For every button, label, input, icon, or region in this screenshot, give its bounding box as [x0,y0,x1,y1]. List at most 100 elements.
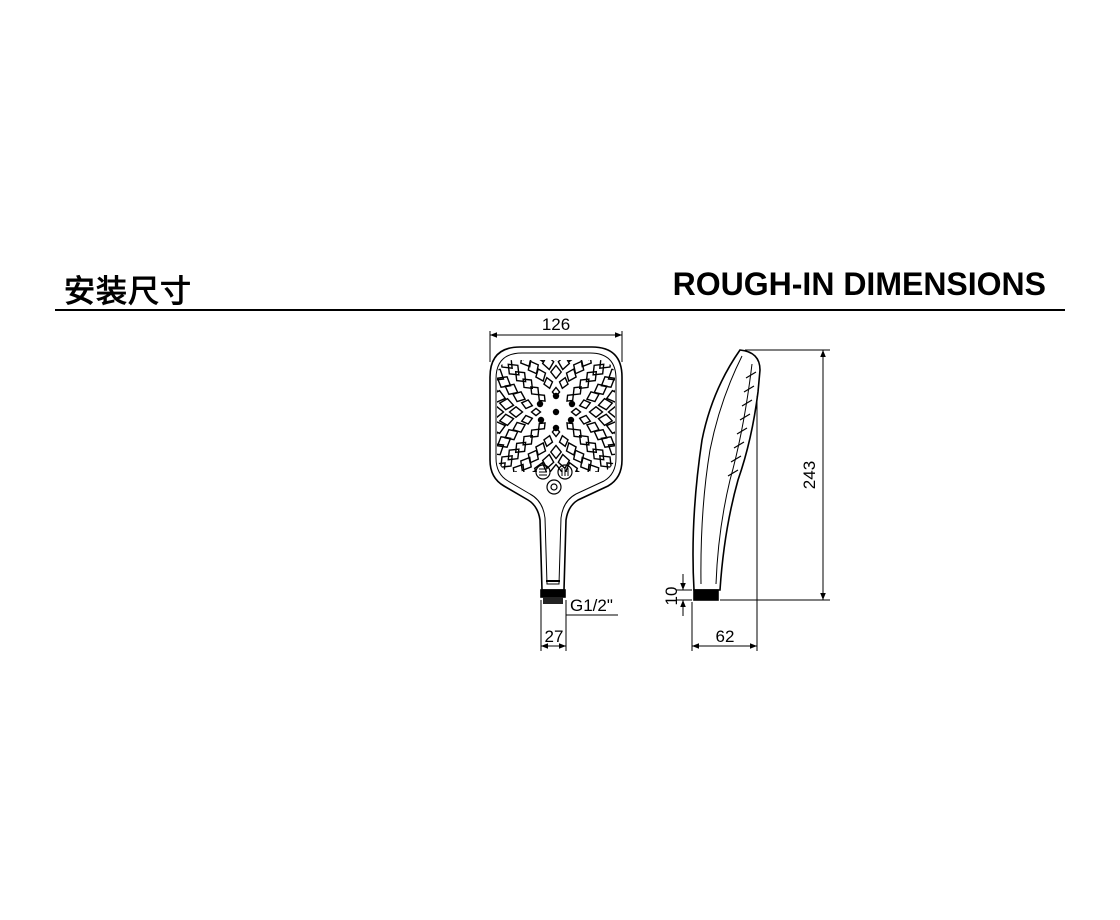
center-jet [537,416,545,424]
nozzle [512,463,525,472]
nozzle [468,406,484,419]
nozzle [613,428,615,443]
center-jet [568,400,576,408]
front-dimensions [489,331,623,651]
nozzle [514,441,527,454]
nozzle [504,383,519,396]
nozzle [497,420,507,435]
nozzle [516,476,534,496]
nozzle [507,363,520,376]
spray-mode-buttons [535,464,573,495]
nozzle [468,420,486,436]
nozzle [533,461,548,472]
nozzle [587,463,600,472]
nozzle [570,407,582,417]
spray-nozzle-pattern [468,328,644,496]
nozzle [520,414,534,425]
nozzle [502,335,522,355]
nozzle [617,397,634,412]
nozzle [541,360,555,371]
connector-length-dimension-label: 10 [662,587,681,606]
nozzle [593,383,608,396]
header-divider [55,309,1065,311]
nozzle [578,399,592,410]
width-dimension-label: 126 [542,315,570,334]
nozzle [478,397,495,412]
nozzle [497,368,505,381]
nozzle [549,364,563,380]
nozzle [543,376,554,390]
nozzle [566,393,575,402]
nozzle [593,428,608,441]
nozzle [578,414,592,425]
nozzle [599,455,612,468]
nozzle [564,360,579,363]
nozzle [497,376,512,388]
nozzle [497,462,506,472]
nozzle [585,370,598,383]
nozzle [520,456,532,472]
nozzle [525,469,540,472]
nozzle [620,372,640,390]
nozzle [592,448,605,461]
nozzle [537,422,546,431]
nozzle [625,389,643,405]
nozzle [588,405,604,419]
front-view [489,346,623,604]
nozzle [594,470,607,472]
center-jet [552,424,560,432]
nozzle [572,360,585,375]
nozzle [607,368,615,381]
nozzle [533,360,548,363]
nozzle [591,335,611,355]
nozzle [620,434,640,452]
nozzle [543,434,554,448]
nozzle [520,360,532,368]
nozzle [572,469,587,472]
nozzle [605,389,615,404]
nozzle [605,420,615,435]
nozzle [507,448,520,461]
center-jet [552,408,560,416]
nozzle [497,436,512,448]
nozzle [478,413,495,428]
nozzle [541,453,555,470]
center-jet [552,392,560,400]
nozzle [607,443,615,456]
nozzle [497,389,507,404]
nozzle [557,334,572,351]
depth-dimension-label: 62 [716,627,735,646]
nozzle [549,463,563,472]
nozzle [514,370,527,383]
nozzle [585,441,598,454]
nozzle [497,428,499,443]
nozzle [580,456,592,472]
side-view [692,349,761,601]
nozzle [500,455,513,468]
nozzle [628,406,644,419]
nozzle [497,381,499,396]
nozzle [522,434,534,446]
nozzle [498,397,515,411]
nozzle [572,386,582,396]
thread-size-label: G1/2ʺ [570,596,613,615]
center-jet [567,416,575,424]
nozzle [580,360,592,368]
nozzle [557,453,571,470]
center-jet [536,400,544,408]
nozzle [472,434,492,452]
side-dimensions [676,349,830,651]
nozzle [600,436,615,448]
nozzle [549,444,563,460]
nozzle [606,462,615,472]
nozzle [613,381,615,396]
nozzle [541,334,556,351]
nozzle [497,443,505,456]
nozzle [530,407,542,417]
nozzle [578,328,596,348]
nozzle [597,397,614,411]
nozzle [520,399,534,410]
nozzle [572,428,582,438]
nozzle [522,378,534,390]
